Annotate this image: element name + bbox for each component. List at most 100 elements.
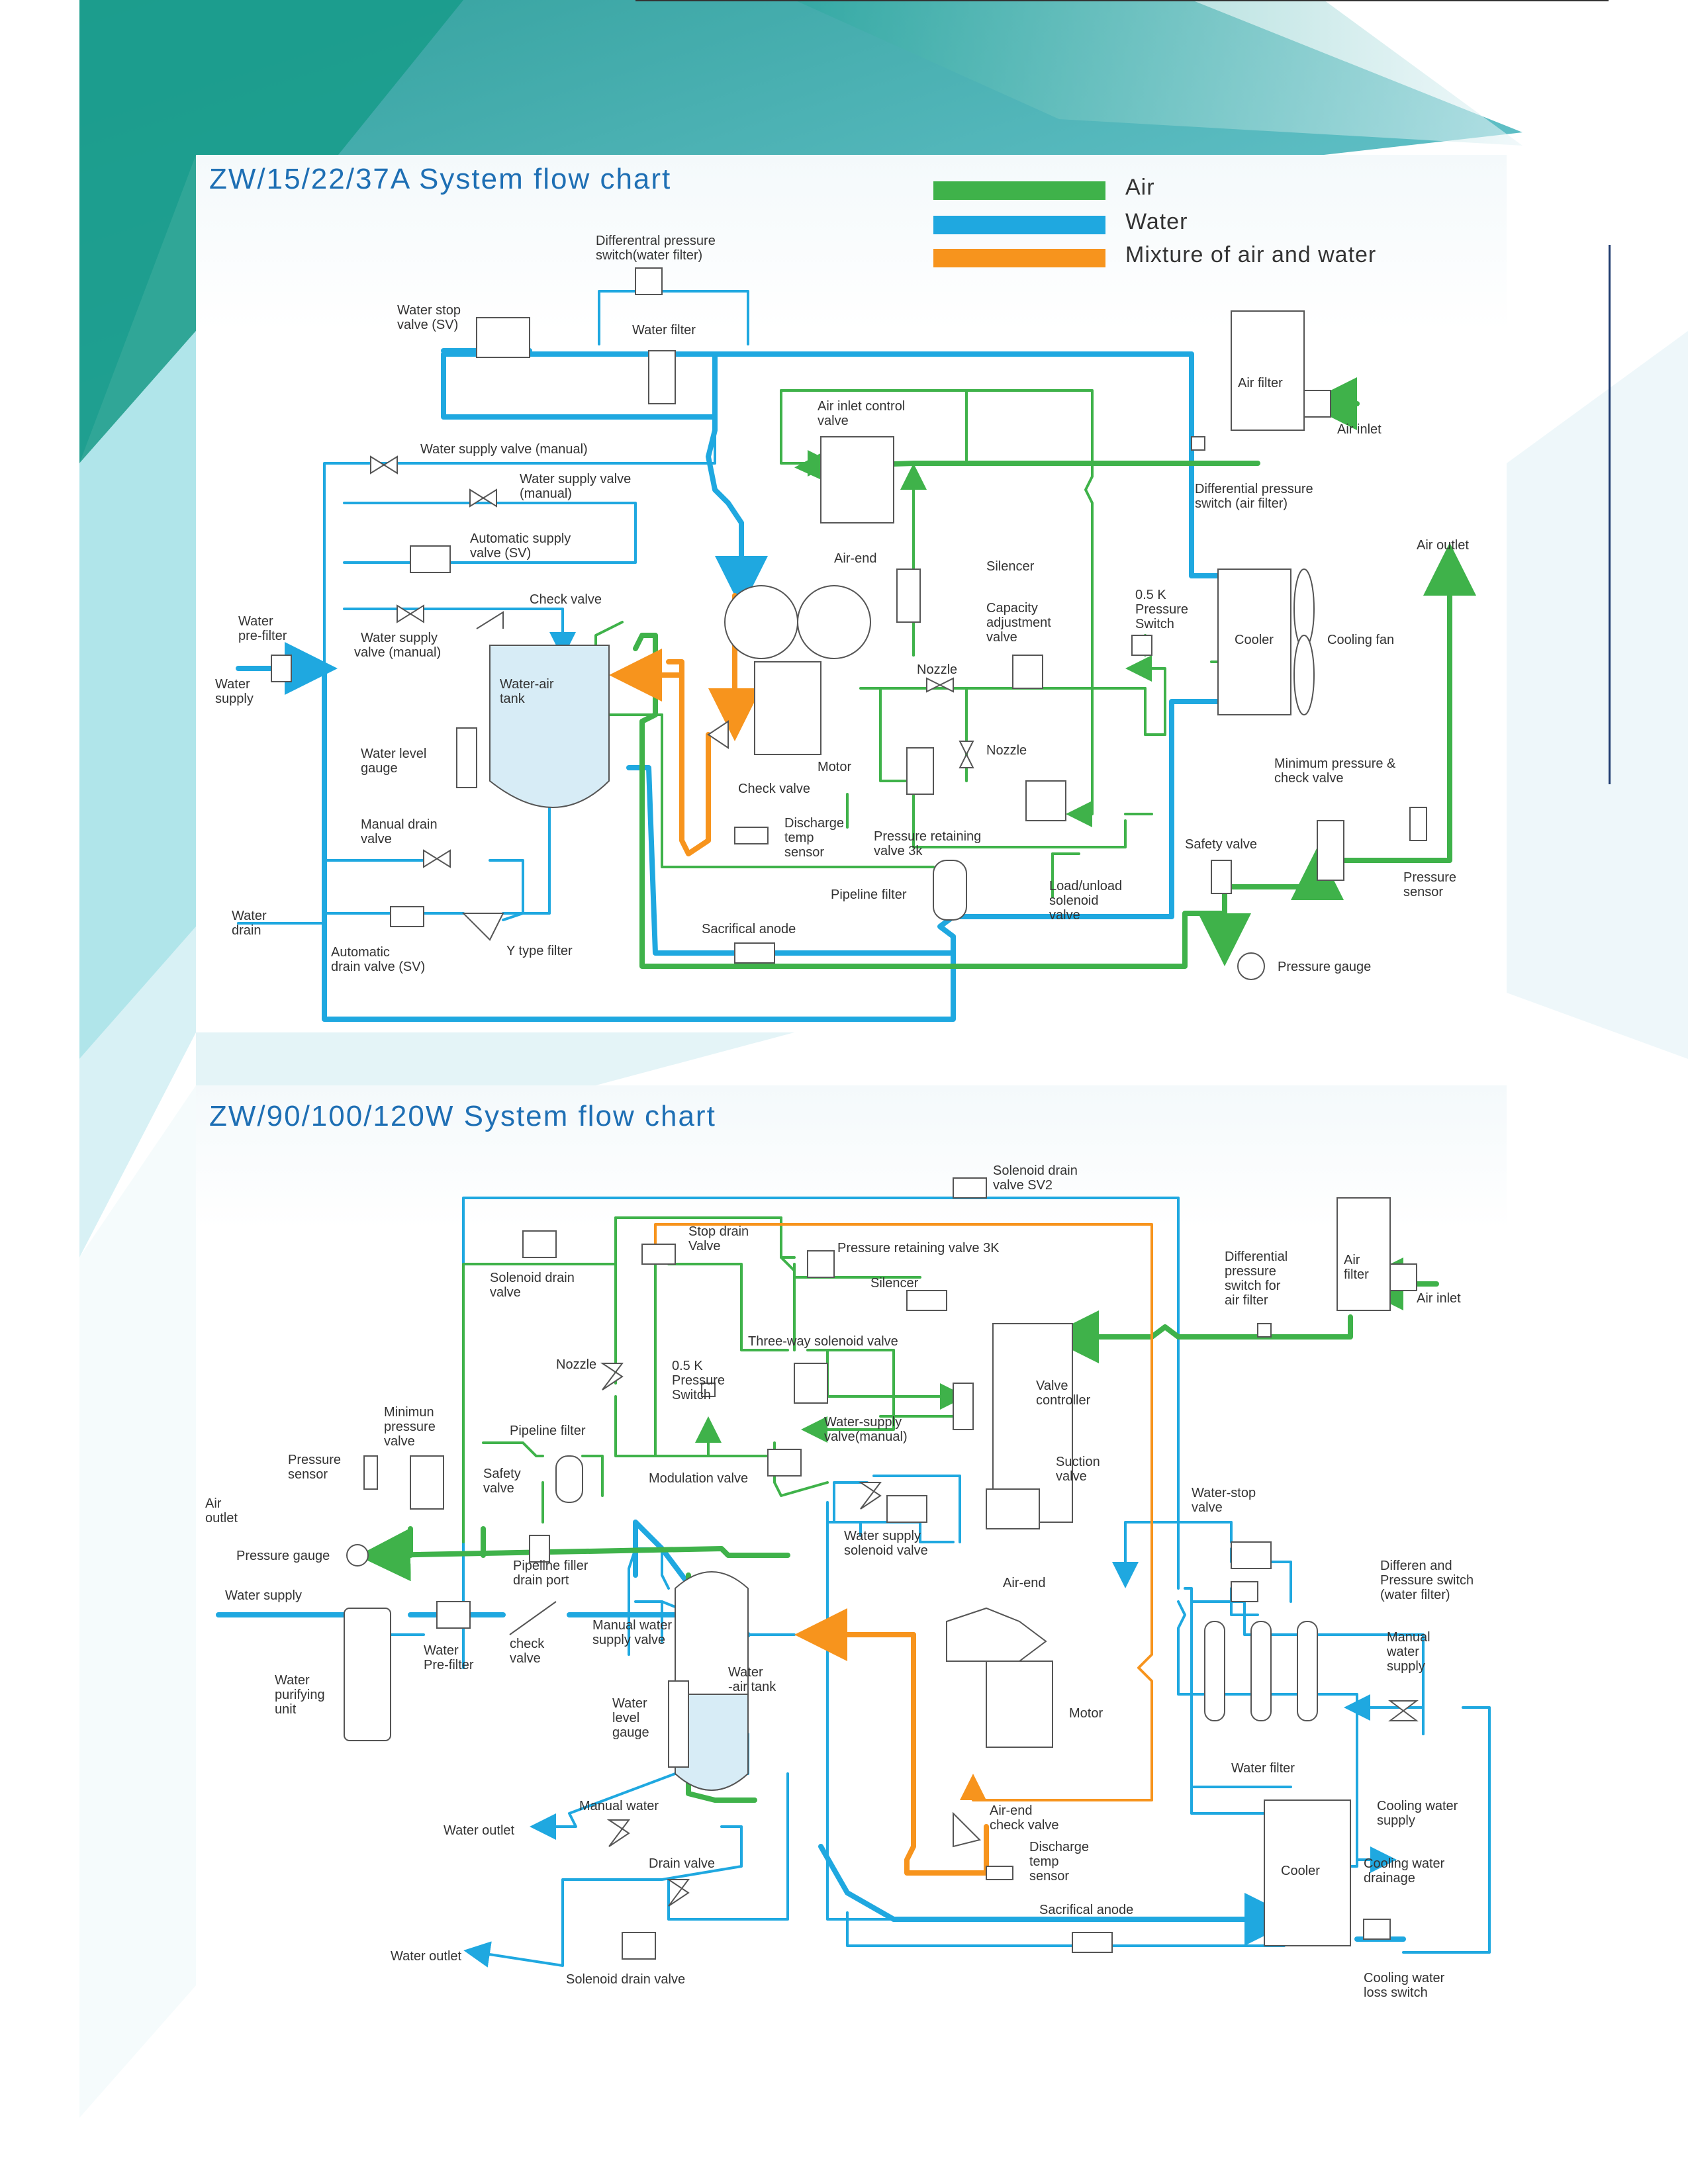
water-filter-body	[648, 350, 676, 404]
c2-label-cooling-water-drainage-l1: Cooling water	[1364, 1856, 1445, 1871]
legend-water-swatch	[933, 216, 1105, 234]
label-air-end: Air-end	[834, 551, 876, 566]
label-manual-drain-l1: Manual drain	[361, 817, 438, 832]
c2-label-differen-l2: Pressure switch	[1380, 1573, 1474, 1588]
c2-label-solenoid-drain-l1: Solenoid drain	[490, 1271, 575, 1285]
cooler-body	[1217, 569, 1291, 715]
label-auto-supply-l2: valve (SV)	[470, 546, 531, 561]
c2-label-air-end-check-l1: Air-end	[990, 1803, 1032, 1818]
c2-label-psw-l3: Switch	[672, 1388, 711, 1402]
label-water-prefilter-l2: pre-filter	[238, 629, 287, 643]
label-load-unload-l1: Load/unload	[1049, 879, 1122, 893]
c2-label-check-valve-l2: valve	[510, 1651, 541, 1666]
c2-label-pipeline-drain-l2: drain port	[513, 1573, 569, 1588]
pipeline-filter-2	[555, 1455, 583, 1503]
c2-label-pressure-retaining: Pressure retaining valve 3K	[837, 1241, 1000, 1255]
c2-label-nozzle: Nozzle	[556, 1357, 596, 1372]
c2-label-air-filter-l1: Air	[1344, 1253, 1360, 1267]
pressure-gauge-dial	[1237, 952, 1265, 980]
c2-label-safety-l1: Safety	[483, 1467, 521, 1481]
c2-label-pipeline-drain-l1: Pipeline filler	[513, 1559, 588, 1573]
label-capacity-l2: adjustment	[986, 615, 1051, 630]
silencer	[896, 569, 921, 623]
c2-label-pressure-gauge: Pressure gauge	[236, 1549, 330, 1563]
label-pressure-sensor-l2: sensor	[1403, 885, 1443, 899]
label-psw-l3: Switch	[1135, 617, 1174, 631]
c2-label-water-level-l1: Water	[612, 1696, 647, 1711]
c2-label-air-end: Air-end	[1003, 1576, 1045, 1590]
water-stop-valve	[476, 317, 530, 358]
minimum-pressure-valve-2	[410, 1455, 444, 1510]
c2-label-three-way: Three-way solenoid valve	[748, 1334, 898, 1349]
label-load-unload-l3: valve	[1049, 908, 1080, 923]
c2-label-water-stop-l1: Water-stop	[1192, 1486, 1256, 1500]
c2-label-water-supply-solenoid-l2: solenoid valve	[844, 1543, 928, 1558]
c2-label-solenoid-drain-l2: valve	[490, 1285, 521, 1300]
c2-label-discharge-l3: sensor	[1029, 1869, 1069, 1884]
label-air-inlet-control-l2: valve	[818, 414, 849, 428]
c2-label-water-supply-solenoid-l1: Water supply	[844, 1529, 921, 1543]
label-sacrificial: Sacrifical anode	[702, 922, 796, 936]
label-y-filter: Y type filter	[506, 944, 573, 958]
c2-label-water-supply-manual-l2: valve(manual)	[824, 1430, 908, 1444]
c2-label-water-stop-l2: valve	[1192, 1500, 1223, 1515]
label-auto-drain-l1: Automatic	[331, 945, 390, 960]
chart1-labels: Differentral pressure switch(water filte…	[215, 234, 1469, 974]
c2-label-suction-l1: Suction	[1056, 1455, 1100, 1469]
c2-label-differen-l1: Differen and	[1380, 1559, 1452, 1573]
label-diff-air-l2: switch (air filter)	[1195, 496, 1288, 511]
label-water-supply-l1: Water	[215, 677, 250, 692]
label-min-pressure-l1: Minimum pressure &	[1274, 756, 1396, 771]
label-water-level-l2: gauge	[361, 761, 398, 776]
c2-label-water-purifying-l2: purifying	[275, 1688, 325, 1702]
c2-label-safety-l2: valve	[483, 1481, 514, 1496]
c2-label-air-filter-l2: filter	[1344, 1267, 1369, 1282]
label-pressure-retaining-l2: valve 3k	[874, 844, 923, 858]
c2-label-motor: Motor	[1069, 1706, 1103, 1721]
c2-label-water-outlet-2: Water outlet	[391, 1949, 462, 1964]
label-capacity-l3: valve	[986, 630, 1017, 645]
c2-label-cooling-water-supply-l1: Cooling water	[1377, 1799, 1458, 1813]
c2-label-manual-water-supply2-l2: water	[1386, 1645, 1419, 1659]
legend-mixture-swatch	[933, 249, 1105, 267]
c2-label-minimum-l2: pressure	[384, 1420, 436, 1434]
motor-body	[754, 661, 821, 755]
c2-label-manual-water: Manual water	[579, 1799, 659, 1813]
c2-label-discharge-l2: temp	[1029, 1854, 1058, 1869]
c2-label-water-supply-manual-l1: Water-supply	[824, 1415, 902, 1430]
c2-label-diff-air-l3: switch for	[1225, 1279, 1281, 1293]
air-end-rotor-left	[724, 585, 798, 659]
label-cooler: Cooler	[1235, 633, 1274, 647]
label-air-outlet: Air outlet	[1417, 538, 1469, 553]
legend-water-label: Water	[1125, 209, 1188, 234]
label-check-valve: Check valve	[530, 592, 602, 607]
c2-label-diff-air-l2: pressure	[1225, 1264, 1276, 1279]
c2-label-silencer: Silencer	[870, 1276, 919, 1291]
label-check-valve-2: Check valve	[738, 782, 810, 796]
label-nozzle-1: Nozzle	[917, 662, 957, 677]
chart1-components	[271, 267, 1427, 980]
label-safety-valve: Safety valve	[1185, 837, 1257, 852]
label-psw-l1: 0.5 K	[1135, 588, 1166, 602]
label-motor: Motor	[818, 760, 851, 774]
c2-label-cooling-water-supply-l2: supply	[1377, 1813, 1415, 1828]
label-psw-l2: Pressure	[1135, 602, 1188, 617]
c2-label-manual-water-supply-l1: Manual water	[592, 1618, 672, 1633]
label-pressure-retaining-l1: Pressure retaining	[874, 829, 981, 844]
label-air-inlet: Air inlet	[1337, 422, 1382, 437]
c2-label-stop-drain-l2: Valve	[688, 1239, 721, 1253]
label-water-supply-valve2-l1: Water supply valve	[520, 472, 631, 486]
c2-label-diff-air-l4: air filter	[1225, 1293, 1268, 1308]
silencer-2	[906, 1290, 947, 1311]
label-nozzle-2: Nozzle	[986, 743, 1027, 758]
chart1-pipes	[236, 290, 1476, 1022]
top-rule	[635, 0, 1609, 1]
air-filter-body	[1231, 310, 1305, 431]
c2-label-cooling-loss-l2: loss switch	[1364, 1985, 1428, 2000]
c2-label-valve-controller-l1: Valve	[1036, 1379, 1068, 1393]
c2-label-air-outlet-l2: outlet	[205, 1511, 238, 1525]
label-min-pressure-l2: check valve	[1274, 771, 1344, 786]
label-pressure-gauge: Pressure gauge	[1278, 960, 1371, 974]
c2-label-check-valve-l1: check	[510, 1637, 545, 1651]
water-purifying-unit	[344, 1608, 391, 1741]
